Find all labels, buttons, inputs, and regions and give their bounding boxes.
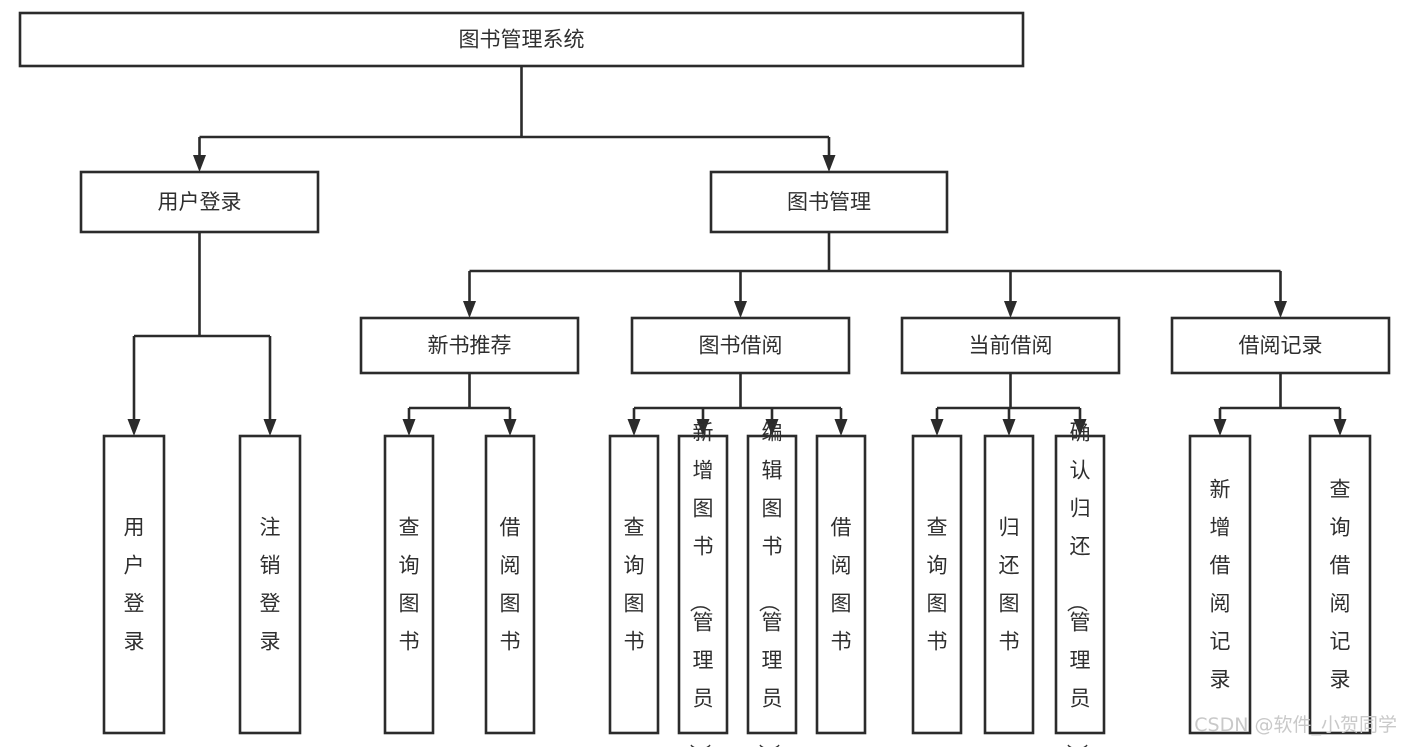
connector-group-borrow-record [1213,373,1347,436]
node-label: 借阅图书 [500,516,521,654]
node-box[interactable] [900,316,1121,375]
node-box[interactable] [1188,434,1252,735]
connector-group-new-book-recommend [402,373,517,436]
node-user-login[interactable]: 用户登录 [79,170,320,234]
node-leaf-edit-book-admin[interactable]: 编辑图书（管理员） [746,421,798,747]
node-label: 新书推荐 [428,334,512,358]
node-box[interactable] [608,434,660,735]
node-box[interactable] [79,170,320,234]
node-box[interactable] [18,11,1025,68]
node-box[interactable] [815,434,867,735]
arrowhead-icon [503,419,517,436]
arrowhead-icon [1004,301,1017,318]
nodes-layer: 图书管理系统用户登录图书管理新书推荐图书借阅当前借阅借阅记录用户登录注销登录查询… [18,11,1391,747]
node-leaf-add-borrow-record[interactable]: 新增借阅记录 [1188,434,1252,735]
connector-group-book-borrow [627,373,848,436]
node-label: 图书管理 [787,190,871,214]
arrowhead-icon [193,155,206,172]
arrowhead-icon [765,419,779,436]
node-box[interactable] [746,434,798,735]
node-box[interactable] [983,434,1035,735]
node-label: 归还图书 [999,516,1020,654]
node-leaf-confirm-return-admin[interactable]: 确认归还（管理员） [1054,421,1106,747]
arrowhead-icon [1073,419,1087,436]
node-current-borrow[interactable]: 当前借阅 [900,316,1121,375]
node-label: 查询借阅记录 [1330,478,1351,692]
node-box[interactable] [630,316,851,375]
node-leaf-query-book-borrow[interactable]: 查询图书 [608,434,660,735]
node-leaf-query-book-recommend[interactable]: 查询图书 [383,434,435,735]
node-book-management[interactable]: 图书管理 [709,170,949,234]
arrowhead-icon [463,301,476,318]
node-leaf-query-borrow-record[interactable]: 查询借阅记录 [1308,434,1372,735]
node-borrow-record[interactable]: 借阅记录 [1170,316,1391,375]
node-book-borrow[interactable]: 图书借阅 [630,316,851,375]
node-root[interactable]: 图书管理系统 [18,11,1025,68]
node-label: 借阅记录 [1239,334,1323,358]
node-box[interactable] [677,434,729,735]
node-box[interactable] [359,316,580,375]
node-label: 查询图书 [624,516,645,654]
node-label: 确认归还（管理员） [1065,421,1091,747]
node-label: 新增借阅记录 [1210,478,1231,692]
node-label: 编辑图书（管理员） [757,421,783,747]
arrowhead-icon [734,301,747,318]
node-box[interactable] [911,434,963,735]
node-box[interactable] [383,434,435,735]
connector-group-book-management [463,232,1287,318]
arrowhead-icon [696,419,710,436]
node-box[interactable] [1054,434,1106,735]
node-label: 图书管理系统 [459,28,585,52]
node-box[interactable] [238,434,302,735]
arrowhead-icon [834,419,848,436]
arrowhead-icon [402,419,416,436]
node-new-book-recommend[interactable]: 新书推荐 [359,316,580,375]
connector-group-root [193,66,836,172]
node-leaf-borrow-book[interactable]: 借阅图书 [815,434,867,735]
node-label: 注销登录 [260,516,281,654]
connector-group-user-login [127,232,277,436]
node-label: 用户登录 [124,516,145,654]
arrowhead-icon [822,155,836,172]
node-leaf-borrow-book-recommend[interactable]: 借阅图书 [484,434,536,735]
node-label: 新增图书（管理员） [688,421,714,747]
node-leaf-user-login[interactable]: 用户登录 [102,434,166,735]
node-label: 查询图书 [927,516,948,654]
arrowhead-icon [1002,419,1016,436]
node-box[interactable] [484,434,536,735]
arrowhead-icon [1213,419,1227,436]
node-leaf-return-book[interactable]: 归还图书 [983,434,1035,735]
node-label: 借阅图书 [831,516,852,654]
arrowhead-icon [1333,419,1347,436]
arrowhead-icon [127,419,141,436]
watermark-label: CSDN @软件_小贺同学 [1194,714,1397,736]
arrowhead-icon [627,419,641,436]
node-leaf-logout-login[interactable]: 注销登录 [238,434,302,735]
node-box[interactable] [102,434,166,735]
arrowhead-icon [930,419,944,436]
arrowhead-icon [1274,301,1287,318]
node-leaf-add-book-admin[interactable]: 新增图书（管理员） [677,421,729,747]
node-label: 用户登录 [158,190,242,214]
connectors-layer [127,66,1347,436]
node-label: 查询图书 [399,516,420,654]
node-label: 图书借阅 [699,334,783,358]
node-leaf-query-book-current[interactable]: 查询图书 [911,434,963,735]
node-box[interactable] [1308,434,1372,735]
node-box[interactable] [1170,316,1391,375]
node-label: 当前借阅 [969,334,1053,358]
connector-group-current-borrow [930,373,1087,436]
node-box[interactable] [709,170,949,234]
arrowhead-icon [263,419,277,436]
